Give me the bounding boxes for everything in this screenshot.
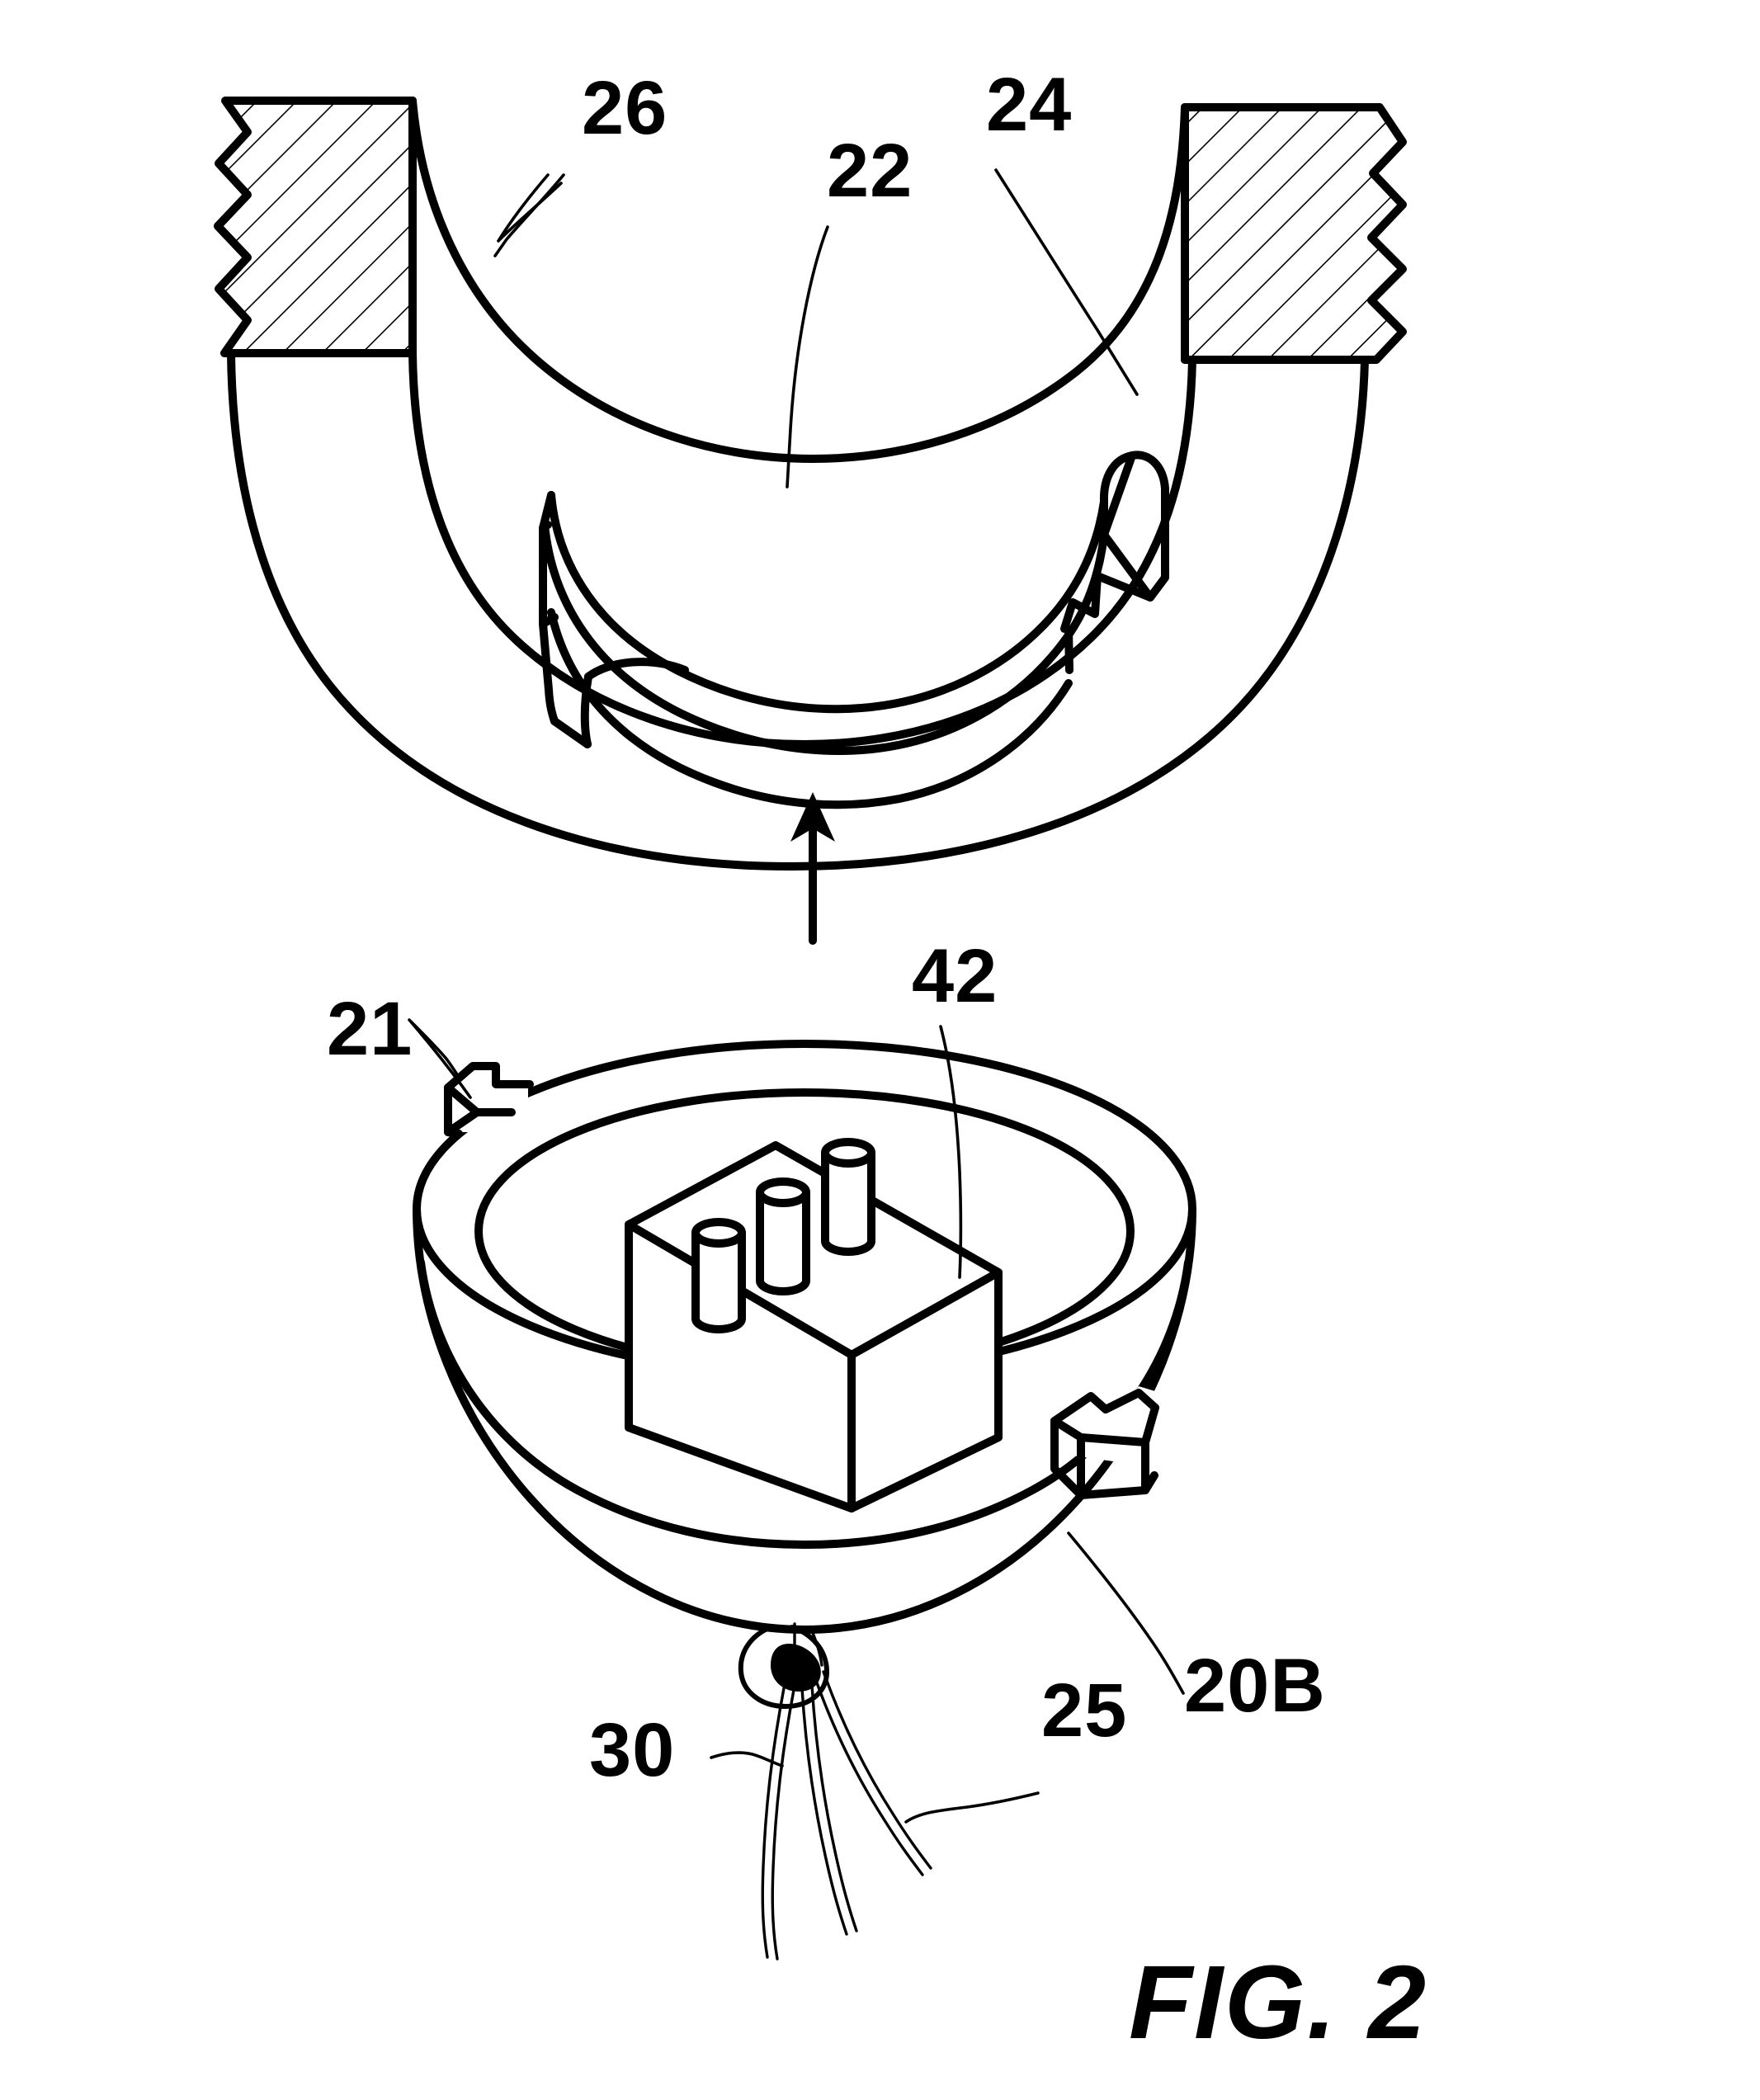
leader-21b bbox=[408, 1018, 472, 1099]
left-lug-side bbox=[444, 1128, 463, 1138]
ref-numeral-30: 30 bbox=[589, 1708, 675, 1792]
upper-socket-rib-left-end bbox=[539, 491, 559, 628]
pin-2-top bbox=[756, 1177, 810, 1207]
figure-caption: FIG. 2 bbox=[1129, 1944, 1427, 2060]
right-lug-right-face bbox=[1077, 1433, 1149, 1499]
connector-pin-1 bbox=[691, 1218, 746, 1333]
left-sectioned-block bbox=[214, 97, 417, 357]
leader-25 bbox=[904, 1791, 1040, 1824]
wire-1 bbox=[761, 1687, 786, 1959]
leader-42 bbox=[939, 1025, 963, 1279]
wire-2b bbox=[810, 1683, 858, 1932]
cable-grommet bbox=[738, 1622, 829, 1709]
right-lug-top bbox=[1050, 1389, 1159, 1425]
wire-1b bbox=[771, 1688, 795, 1961]
right-lug-right-edge bbox=[1141, 1404, 1159, 1446]
right-block-outline bbox=[1181, 103, 1407, 364]
pin-1-body bbox=[691, 1229, 746, 1333]
grommet-body bbox=[738, 1625, 829, 1709]
leader-22 bbox=[786, 225, 829, 488]
upper-socket-inner-rib-bottom bbox=[547, 608, 1073, 809]
lead-wires bbox=[761, 1670, 932, 1961]
pin-3-top bbox=[821, 1138, 875, 1168]
upper-socket-retaining-notch bbox=[1099, 451, 1169, 602]
upper-socket-rib-left-inner-curve bbox=[584, 658, 689, 681]
pin-1-top bbox=[691, 1218, 746, 1248]
upper-socket-notch-edge bbox=[1100, 451, 1136, 539]
upper-socket-rib-left-foot bbox=[550, 717, 592, 748]
assembly-direction-arrow bbox=[790, 792, 835, 945]
leader-24 bbox=[994, 168, 1139, 396]
lower-housing-hemisphere bbox=[413, 1040, 1196, 1961]
upper-socket-outer-wall bbox=[227, 349, 1369, 871]
upper-socket-inner-rib-top bbox=[547, 491, 1108, 714]
wire-3 bbox=[814, 1677, 924, 1876]
ref-numeral-21: 21 bbox=[327, 987, 413, 1071]
grommet-seam-2 bbox=[809, 1626, 823, 1667]
upper-socket-mouth-rim bbox=[408, 97, 1189, 463]
grommet-cable-knot bbox=[771, 1644, 821, 1692]
left-lug-outline bbox=[444, 1062, 534, 1092]
upper-socket-assembly bbox=[214, 97, 1407, 871]
connector-block bbox=[625, 1138, 1003, 1512]
pin-2-body bbox=[756, 1188, 810, 1295]
ref-numeral-42: 42 bbox=[912, 934, 998, 1018]
ref-numeral-20B: 20B bbox=[1184, 1644, 1326, 1728]
ref-numeral-25: 25 bbox=[1041, 1668, 1127, 1753]
ref-numeral-24: 24 bbox=[986, 63, 1072, 147]
arrow-head bbox=[790, 792, 835, 842]
pin-3-body bbox=[821, 1149, 875, 1256]
wire-2 bbox=[800, 1687, 848, 1936]
leader-30 bbox=[710, 1751, 784, 1767]
wire-3b bbox=[822, 1670, 932, 1870]
ref-numeral-26: 26 bbox=[582, 66, 668, 150]
lower-leader-lines bbox=[408, 1018, 1185, 1824]
left-locking-lug bbox=[444, 1062, 534, 1138]
leader-26-stroke bbox=[493, 173, 565, 257]
upper-socket-inner-wall bbox=[408, 349, 1196, 748]
right-sectioned-block bbox=[1181, 103, 1407, 364]
upper-socket-notch-step bbox=[1060, 572, 1154, 633]
right-lug-lower-edge bbox=[1141, 1471, 1158, 1494]
connector-pin-2 bbox=[756, 1177, 810, 1295]
right-locking-lug bbox=[1050, 1386, 1159, 1499]
connector-block-right-face bbox=[847, 1268, 1003, 1512]
upper-socket-rib-left-end-face bbox=[539, 521, 552, 532]
upper-socket-rib-left-leg-inner bbox=[580, 672, 592, 748]
ref-numeral-22: 22 bbox=[827, 129, 913, 213]
connector-pin-3 bbox=[821, 1138, 875, 1256]
leader-20B bbox=[1067, 1531, 1185, 1695]
left-lug-face bbox=[444, 1083, 481, 1136]
upper-leader-lines bbox=[493, 168, 1139, 488]
left-block-outline bbox=[214, 97, 417, 357]
